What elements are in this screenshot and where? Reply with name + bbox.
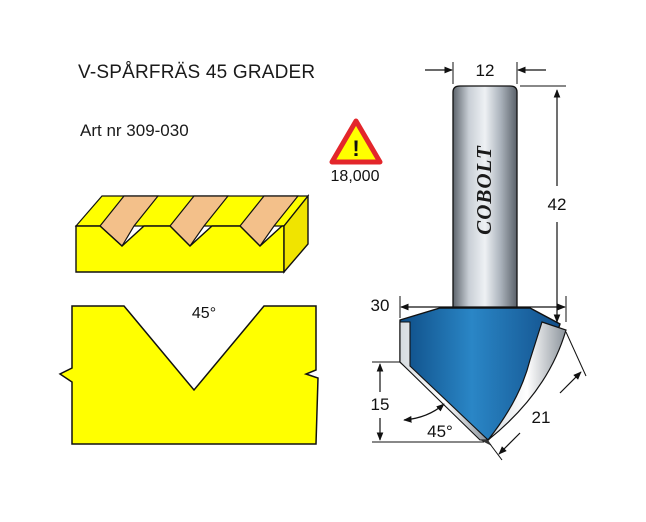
brand-logo-text: COBOLT [472, 145, 496, 235]
article-number: Art nr 309-030 [80, 121, 189, 140]
dim-shank-diameter [425, 62, 546, 84]
dim-cutter-diameter [399, 296, 567, 322]
dim-shank-diameter-label: 12 [476, 61, 495, 80]
page-title: V-SPÅRFRÄS 45 GRADER [78, 62, 316, 83]
warning-symbol: ! [352, 136, 359, 161]
dim-cut-height [372, 361, 484, 443]
dim-shank-length-label: 42 [548, 195, 567, 214]
dim-cutter-diameter-label: 30 [371, 296, 390, 315]
warning-triangle-icon [329, 118, 383, 165]
grooved-workpiece-3d [74, 194, 310, 274]
dim-edge-length-label: 21 [532, 408, 551, 427]
dim-cut-height-label: 15 [371, 395, 390, 414]
dim-angle-label: 45° [427, 422, 453, 441]
v-groove-profile [58, 305, 319, 445]
profile-angle-label: 45° [192, 305, 216, 322]
max-rpm-label: 18,000 [331, 168, 380, 185]
router-bit [399, 85, 567, 446]
dim-edge-length [489, 331, 587, 461]
dim-angle [403, 403, 445, 423]
